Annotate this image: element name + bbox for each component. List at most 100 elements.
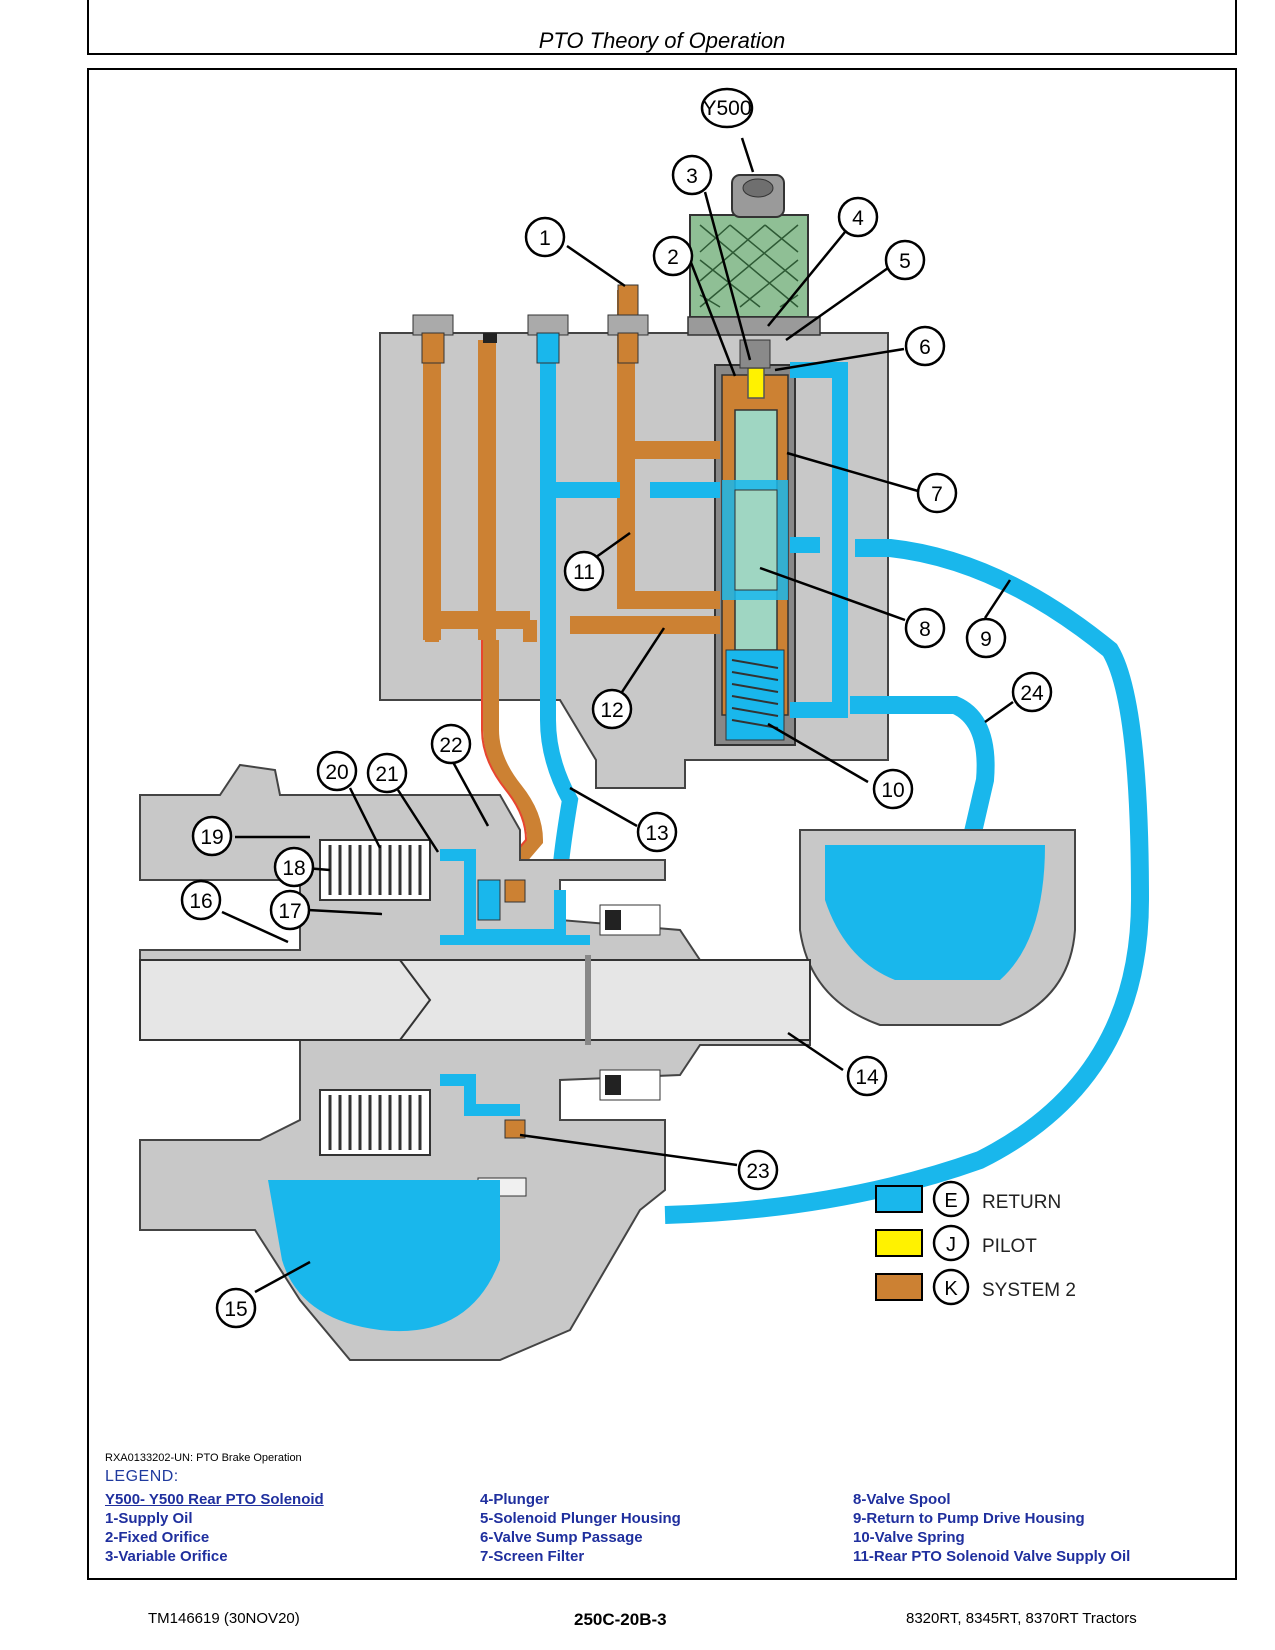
legend-item: 8-Valve Spool <box>853 1491 951 1508</box>
legend-title: LEGEND: <box>105 1468 179 1485</box>
legend-item: 2-Fixed Orifice <box>105 1529 210 1546</box>
legend-item: 7-Screen Filter <box>480 1548 585 1565</box>
callout-20: 20 <box>316 750 358 792</box>
legend-item: 9-Return to Pump Drive Housing <box>853 1510 1085 1527</box>
svg-text:7: 7 <box>931 483 943 506</box>
legend-item: 5-Solenoid Plunger Housing <box>480 1510 681 1527</box>
figure-caption: RXA0133202-UN: PTO Brake Operation <box>105 1452 302 1464</box>
svg-text:6: 6 <box>919 336 931 359</box>
svg-text:24: 24 <box>1020 682 1044 705</box>
callout-12: 12 <box>591 688 633 730</box>
valve-spring <box>731 659 779 729</box>
svg-text:2: 2 <box>667 246 679 269</box>
header-frame <box>87 0 1237 55</box>
callout-y500: Y500 <box>700 87 754 129</box>
fitting-supply <box>607 284 649 364</box>
footer-doc-id: TM146619 (30NOV20) <box>148 1610 300 1627</box>
page-title: PTO Theory of Operation <box>538 28 786 53</box>
footer-page-number: 250C-20B-3 <box>574 1610 667 1629</box>
key-pilot-swatch <box>875 1229 923 1257</box>
pilot-plunger <box>747 367 765 399</box>
clutch-pack-lower <box>319 1089 431 1156</box>
svg-text:4: 4 <box>852 207 864 230</box>
svg-text:18: 18 <box>282 857 305 880</box>
key-return: E RETURN <box>875 1180 1061 1218</box>
legend-item[interactable]: Y500- Y500 Rear PTO Solenoid <box>105 1491 324 1508</box>
svg-text:Y500: Y500 <box>702 97 751 120</box>
svg-text:13: 13 <box>645 822 668 845</box>
callout-11: 11 <box>563 550 605 592</box>
callout-8: 8 <box>904 607 946 649</box>
legend-item: 4-Plunger <box>480 1491 550 1508</box>
legend-item: 3-Variable Orifice <box>105 1548 228 1565</box>
svg-text:21: 21 <box>375 763 398 786</box>
svg-text:22: 22 <box>439 734 462 757</box>
key-return-swatch <box>875 1185 923 1213</box>
bearing-lower <box>599 1069 661 1101</box>
callout-15: 15 <box>215 1287 257 1329</box>
svg-text:E: E <box>944 1190 957 1212</box>
callout-2: 2 <box>652 235 694 277</box>
callout-4: 4 <box>837 196 879 238</box>
callout-24: 24 <box>1011 671 1053 713</box>
callout-23: 23 <box>737 1149 779 1191</box>
legend-column-2: 4-Plunger 5-Solenoid Plunger Housing 6-V… <box>480 1490 681 1566</box>
svg-text:15: 15 <box>224 1298 247 1321</box>
legend-item: 10-Valve Spring <box>853 1529 965 1546</box>
key-pilot: J PILOT <box>875 1224 1037 1262</box>
callout-18: 18 <box>273 846 315 888</box>
fitting-middle <box>527 314 569 364</box>
svg-text:17: 17 <box>278 900 301 923</box>
callout-5: 5 <box>884 239 926 281</box>
figure-frame <box>87 68 1237 1580</box>
sump-oil <box>825 845 1045 980</box>
callouts: Y500 1 2 3 4 5 6 7 8 9 10 11 12 13 14 15… <box>180 87 1053 1329</box>
svg-text:1: 1 <box>539 227 551 250</box>
svg-text:5: 5 <box>899 250 911 273</box>
callout-14: 14 <box>846 1055 888 1097</box>
svg-text:8: 8 <box>919 618 931 641</box>
svg-text:23: 23 <box>746 1160 769 1183</box>
callout-6: 6 <box>904 325 946 367</box>
key-system2-swatch <box>875 1273 923 1301</box>
svg-text:PILOT: PILOT <box>982 1236 1037 1257</box>
legend-item: 6-Valve Sump Passage <box>480 1529 643 1546</box>
svg-text:19: 19 <box>200 826 223 849</box>
key-system2: K SYSTEM 2 <box>875 1268 1076 1306</box>
svg-text:3: 3 <box>686 165 698 188</box>
callout-21: 21 <box>366 752 408 794</box>
legend-column-1: Y500- Y500 Rear PTO Solenoid 1-Supply Oi… <box>105 1490 324 1566</box>
footer-model: 8320RT, 8345RT, 8370RT Tractors <box>906 1610 1137 1627</box>
pto-oil-reservoir <box>268 1180 500 1332</box>
bearing-upper <box>599 904 661 936</box>
callout-9: 9 <box>965 617 1007 659</box>
svg-text:RETURN: RETURN <box>982 1192 1061 1213</box>
callout-17: 17 <box>269 889 311 931</box>
svg-text:12: 12 <box>600 699 623 722</box>
svg-text:20: 20 <box>325 761 348 784</box>
pto-hydraulic-diagram: Y500 1 2 3 4 5 6 7 8 9 10 11 12 13 14 15… <box>139 87 1150 1361</box>
svg-text:9: 9 <box>980 628 992 651</box>
clutch-pack-upper <box>319 839 431 901</box>
legend-item: 11-Rear PTO Solenoid Valve Supply Oil <box>853 1548 1131 1565</box>
svg-text:14: 14 <box>855 1066 879 1089</box>
callout-10: 10 <box>872 768 914 810</box>
callout-3: 3 <box>671 154 713 196</box>
callout-19: 19 <box>191 815 233 857</box>
callout-13: 13 <box>636 811 678 853</box>
legend-column-3: 8-Valve Spool 9-Return to Pump Drive Hou… <box>853 1490 1130 1566</box>
color-key: E RETURN J PILOT K SYSTEM 2 <box>875 1180 1076 1306</box>
svg-text:K: K <box>944 1278 958 1300</box>
callout-1: 1 <box>524 216 566 258</box>
svg-text:SYSTEM 2: SYSTEM 2 <box>982 1280 1076 1301</box>
svg-text:11: 11 <box>573 561 595 584</box>
callout-22: 22 <box>430 723 472 765</box>
legend-item: 1-Supply Oil <box>105 1510 193 1527</box>
callout-16: 16 <box>180 879 222 921</box>
pto-shaft <box>139 959 811 1041</box>
fitting-left <box>412 314 454 364</box>
callout-7: 7 <box>916 472 958 514</box>
svg-text:10: 10 <box>881 779 904 802</box>
svg-text:J: J <box>946 1234 956 1256</box>
svg-text:16: 16 <box>189 890 212 913</box>
